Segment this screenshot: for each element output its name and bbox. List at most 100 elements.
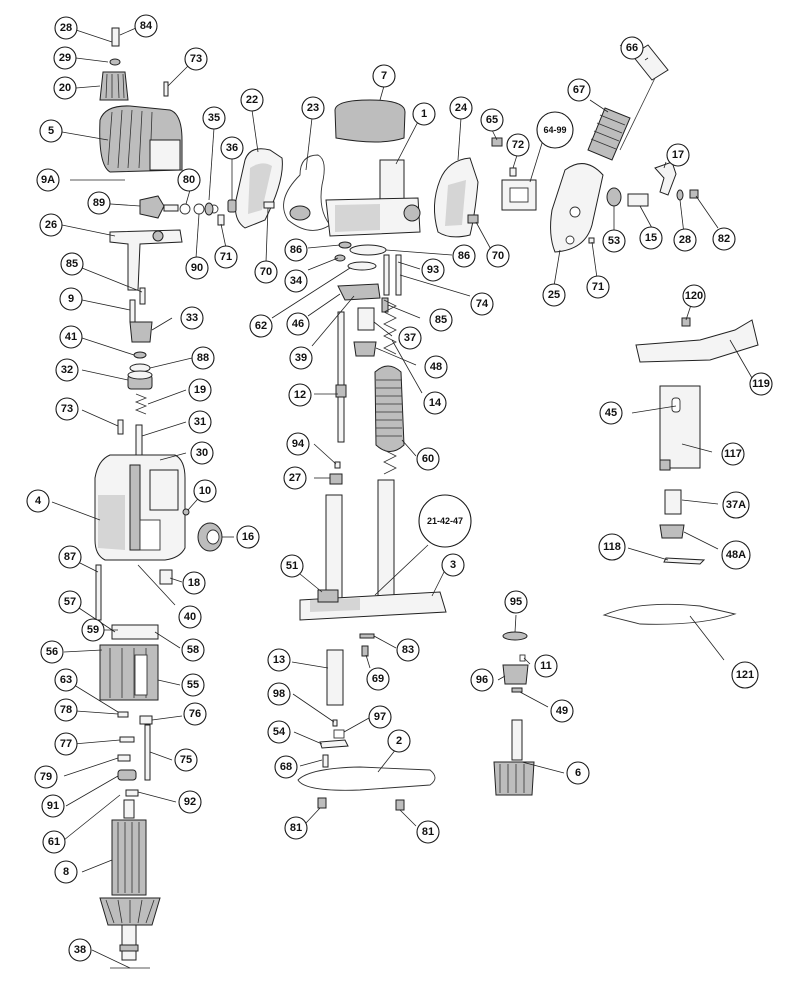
callout-70b: 70 <box>486 244 510 268</box>
part-cable-guard-67 <box>587 107 631 161</box>
callout-85b: 85 <box>429 308 453 332</box>
svg-text:95: 95 <box>510 596 522 608</box>
svg-text:33: 33 <box>186 312 198 324</box>
callout-51: 51 <box>280 554 304 578</box>
svg-text:89: 89 <box>93 197 105 209</box>
callout-71: 71 <box>214 245 238 269</box>
svg-text:117: 117 <box>724 448 742 460</box>
svg-text:14: 14 <box>429 397 442 409</box>
callout-26: 26 <box>39 213 63 237</box>
part-holder-48 <box>353 341 377 357</box>
part-depth-rod-12 <box>337 311 345 443</box>
svg-text:96: 96 <box>476 674 488 686</box>
svg-text:15: 15 <box>645 232 657 244</box>
svg-text:26: 26 <box>45 219 57 231</box>
svg-text:81: 81 <box>290 822 302 834</box>
svg-text:36: 36 <box>226 142 238 154</box>
svg-text:82: 82 <box>718 233 730 245</box>
callout-9: 9 <box>59 287 83 311</box>
svg-text:48: 48 <box>430 361 442 373</box>
part-spring-29 <box>109 58 121 66</box>
part-knob-33 <box>129 321 153 343</box>
svg-text:90: 90 <box>191 262 203 274</box>
callout-78: 78 <box>54 698 78 722</box>
callout-3: 3 <box>441 553 465 577</box>
part-stator-55 <box>99 644 159 701</box>
part-dust-adapter-119 <box>635 319 759 363</box>
callout-73: 73 <box>184 47 208 71</box>
callout-13: 13 <box>267 648 291 672</box>
svg-text:70: 70 <box>492 250 504 262</box>
callout-31: 31 <box>188 410 212 434</box>
callout-94: 94 <box>286 432 310 456</box>
svg-text:76: 76 <box>189 708 201 720</box>
svg-text:93: 93 <box>427 264 439 276</box>
svg-text:61: 61 <box>48 836 60 848</box>
callout-121: 121 <box>731 661 759 689</box>
part-screw-85 <box>139 287 146 305</box>
callout-84: 84 <box>134 14 158 38</box>
part-cap-7 <box>334 99 406 143</box>
callout-24: 24 <box>449 96 473 120</box>
callout-28b: 28 <box>673 228 697 252</box>
svg-text:70: 70 <box>260 266 272 278</box>
callout-87: 87 <box>58 545 82 569</box>
callout-63: 63 <box>54 668 78 692</box>
svg-text:87: 87 <box>64 551 76 563</box>
svg-text:37A: 37A <box>726 499 746 511</box>
callout-97: 97 <box>368 705 392 729</box>
callout-120: 120 <box>682 284 706 308</box>
svg-text:48A: 48A <box>726 549 746 561</box>
callout-81: 81 <box>284 816 308 840</box>
svg-text:32: 32 <box>61 364 73 376</box>
svg-text:55: 55 <box>187 679 199 691</box>
callout-29: 29 <box>53 46 77 70</box>
callout-61: 61 <box>42 830 66 854</box>
callout-91: 91 <box>41 794 65 818</box>
callout-75: 75 <box>174 748 198 772</box>
svg-text:58: 58 <box>187 644 199 656</box>
svg-text:94: 94 <box>292 438 305 450</box>
svg-text:28: 28 <box>679 234 691 246</box>
part-collet-96 <box>502 664 529 685</box>
callout-58: 58 <box>181 638 205 662</box>
callout-66: 66 <box>620 36 644 60</box>
callout-90: 90 <box>185 256 209 280</box>
svg-text:65: 65 <box>486 114 498 126</box>
svg-text:121: 121 <box>736 669 754 681</box>
callout-20: 20 <box>53 76 77 100</box>
callout-92: 92 <box>178 790 202 814</box>
svg-text:24: 24 <box>455 102 468 114</box>
callout-1: 1 <box>412 102 436 126</box>
callout-85: 85 <box>60 252 84 276</box>
callout-28: 28 <box>54 16 78 40</box>
part-guide-117 <box>659 385 701 469</box>
svg-text:67: 67 <box>573 84 585 96</box>
callout-72: 72 <box>506 133 530 157</box>
svg-text:51: 51 <box>286 560 298 572</box>
svg-text:10: 10 <box>199 485 211 497</box>
svg-text:73: 73 <box>190 53 202 65</box>
part-brush-holder <box>111 624 159 640</box>
svg-text:57: 57 <box>64 596 76 608</box>
callout-11: 11 <box>534 654 558 678</box>
svg-text:20: 20 <box>59 82 71 94</box>
callout-5: 5 <box>39 119 63 143</box>
part-column-right <box>377 479 395 606</box>
callout-39: 39 <box>289 346 313 370</box>
callout-57: 57 <box>58 590 82 614</box>
callout-68: 68 <box>274 755 298 779</box>
callout-32: 32 <box>55 358 79 382</box>
callout-37A: 37A <box>722 491 750 519</box>
callout-14: 14 <box>423 391 447 415</box>
callout-27: 27 <box>283 466 307 490</box>
svg-text:97: 97 <box>374 711 386 723</box>
svg-text:3: 3 <box>450 559 456 571</box>
svg-text:12: 12 <box>294 389 306 401</box>
callout-25: 25 <box>542 283 566 307</box>
svg-text:11: 11 <box>540 660 552 672</box>
callout-4: 4 <box>26 489 50 513</box>
svg-text:16: 16 <box>242 531 254 543</box>
part-holder-37 <box>357 307 375 331</box>
svg-text:4: 4 <box>35 495 42 507</box>
